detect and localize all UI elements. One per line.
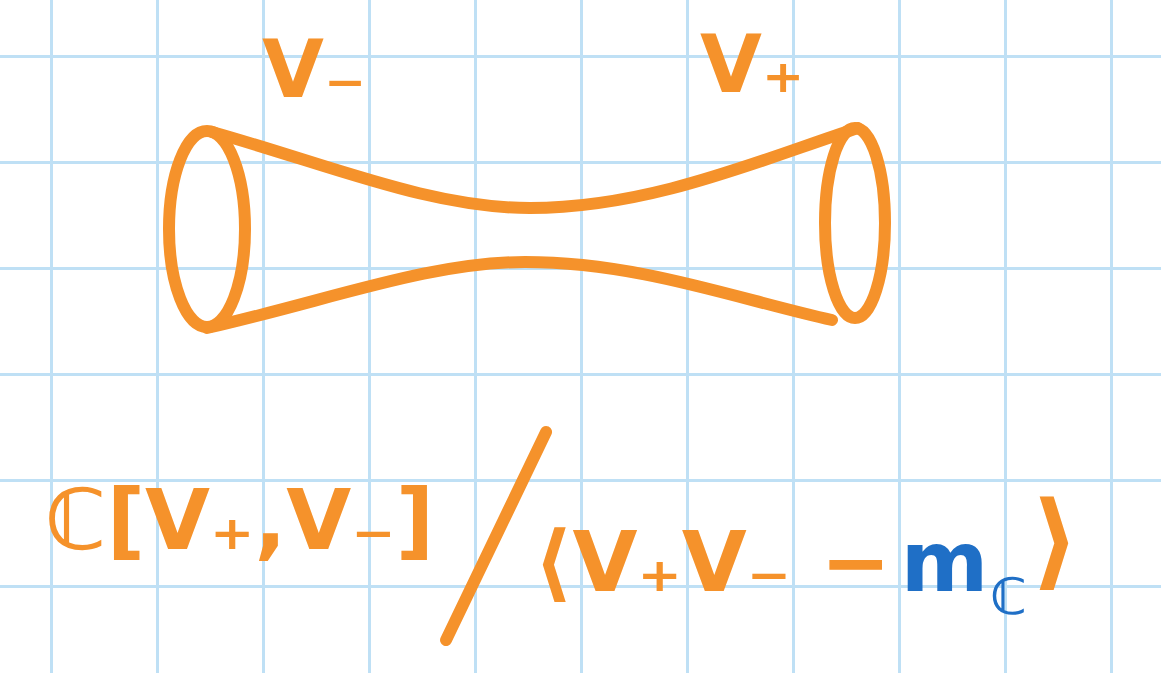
v-minus-label: V₋ (262, 30, 366, 110)
mass-symbol: m (901, 520, 989, 604)
ideal-close: ⟩ (1031, 488, 1079, 593)
mass-subscript: ℂ (990, 572, 1027, 622)
quotient-slash (446, 432, 546, 640)
right-rim (825, 128, 885, 318)
ideal-generator: ⟨V₊V₋ − (534, 520, 891, 604)
v-plus-label: V₊ (700, 25, 804, 105)
bottom-profile (207, 262, 832, 328)
polynomial-ring: ℂ[V₊,V₋] (45, 478, 434, 562)
top-profile (212, 128, 858, 208)
left-rim (169, 131, 245, 327)
